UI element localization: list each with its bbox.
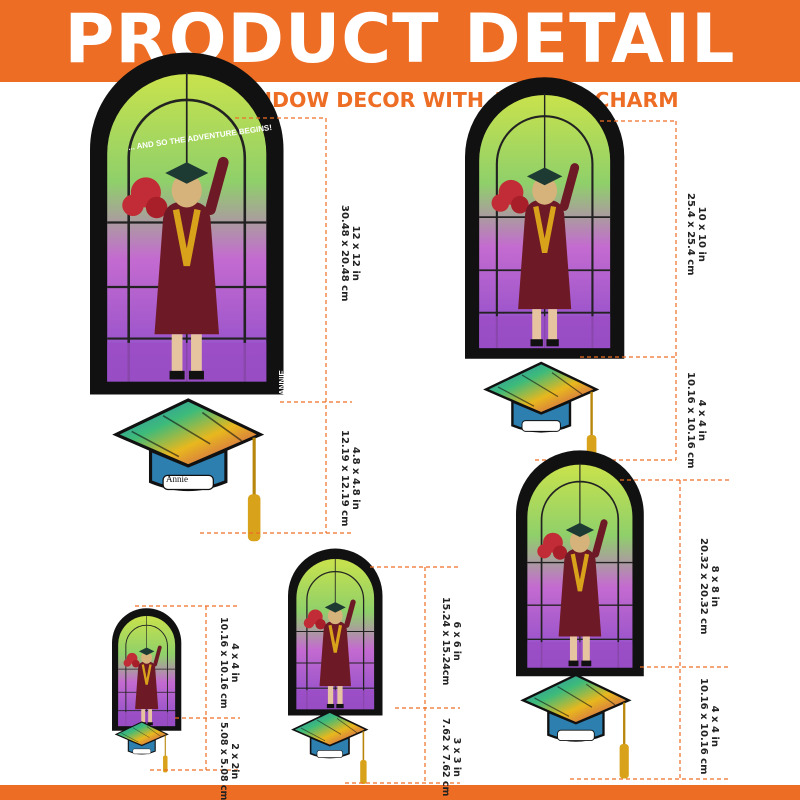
charm-8x8 [521, 673, 630, 780]
product-6x6 [288, 549, 460, 785]
product-4x4 [110, 605, 240, 773]
window-decor-12x12 [90, 53, 284, 395]
window-decor-10x10 [465, 77, 624, 358]
name-text: ANNIE [278, 370, 287, 395]
product-10x10 [465, 77, 677, 473]
product-12x12 [90, 53, 352, 543]
window-decor-8x8 [516, 450, 644, 676]
charm-6x6 [292, 711, 368, 785]
window-decor-4x4 [110, 606, 184, 733]
footer-bar [0, 785, 800, 800]
side-text: PRINTWAY UNIVERSITY [43, 288, 52, 380]
charm-12x12 [114, 398, 263, 543]
charm-name-text: Annie [166, 474, 188, 484]
window-decor-6x6 [288, 549, 383, 716]
header-banner [0, 0, 800, 82]
product-8x8 [516, 450, 730, 780]
